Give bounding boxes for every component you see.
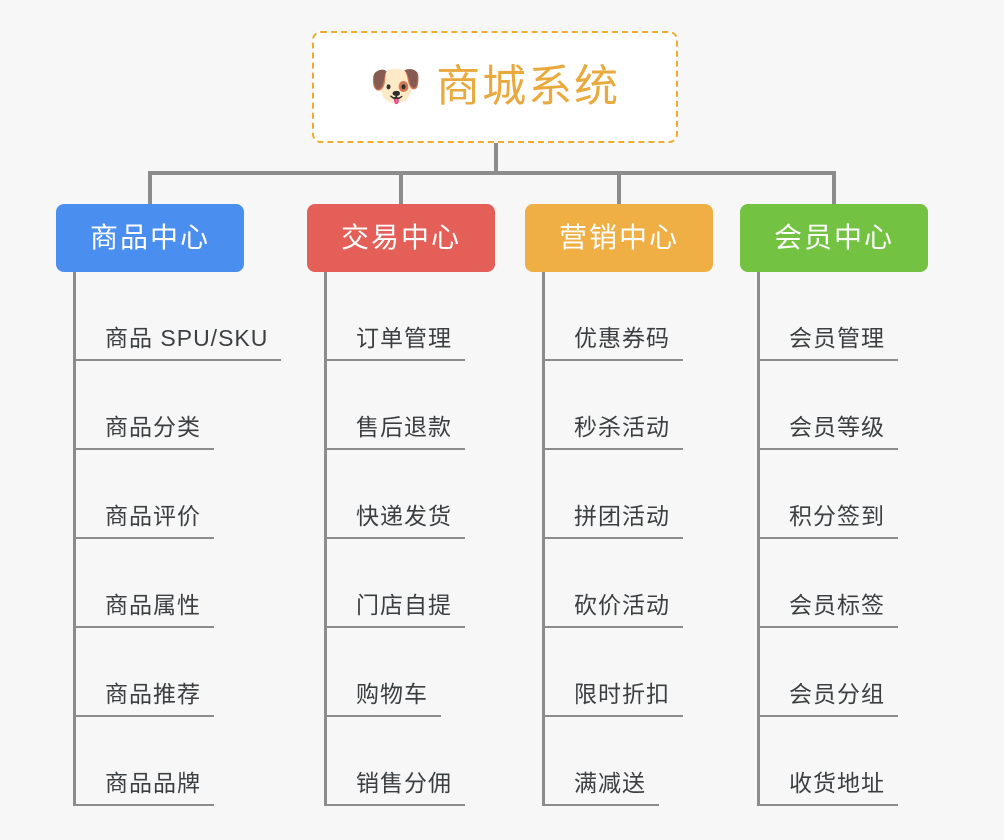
- leaf-label: 砍价活动: [542, 594, 683, 628]
- list-item[interactable]: 砍价活动: [542, 539, 713, 628]
- connector-drop-2: [399, 171, 403, 204]
- root-node[interactable]: 🐶 商城系统: [312, 31, 678, 143]
- branch-header-4[interactable]: 会员中心: [740, 204, 928, 272]
- leaf-label: 商品推荐: [73, 683, 214, 717]
- leaf-label: 购物车: [324, 683, 441, 717]
- branch-product-center: 商品中心 商品 SPU/SKU 商品分类 商品评价 商品属性 商品推荐 商品品牌: [56, 204, 282, 806]
- list-item[interactable]: 商品评价: [73, 450, 281, 539]
- leaf-label: 会员等级: [757, 416, 898, 450]
- list-item[interactable]: 商品 SPU/SKU: [73, 272, 282, 361]
- list-item[interactable]: 满减送: [542, 717, 713, 806]
- list-item[interactable]: 拼团活动: [542, 450, 713, 539]
- list-item[interactable]: 售后退款: [324, 361, 495, 450]
- branch-trade-center: 交易中心 订单管理 售后退款 快递发货 门店自提 购物车 销售分佣: [307, 204, 495, 806]
- branch-body-2: 订单管理 售后退款 快递发货 门店自提 购物车 销售分佣: [324, 272, 495, 806]
- leaf-label: 商品分类: [73, 416, 214, 450]
- branch-trunk-4: [757, 272, 760, 806]
- leaf-label: 积分签到: [757, 505, 898, 539]
- list-item[interactable]: 积分签到: [757, 450, 928, 539]
- branch-trunk-3: [542, 272, 545, 806]
- leaf-label: 商品评价: [73, 505, 214, 539]
- leaf-label: 商品品牌: [73, 772, 214, 806]
- leaf-label: 拼团活动: [542, 505, 683, 539]
- leaf-label: 订单管理: [324, 327, 465, 361]
- dog-face-icon: 🐶: [369, 62, 423, 109]
- connector-drop-3: [617, 171, 621, 204]
- list-item[interactable]: 商品品牌: [73, 717, 281, 806]
- leaf-label: 会员分组: [757, 683, 898, 717]
- leaf-label: 优惠券码: [542, 327, 683, 361]
- branch-member-center: 会员中心 会员管理 会员等级 积分签到 会员标签 会员分组 收货地址: [740, 204, 928, 806]
- leaf-label: 快递发货: [324, 505, 465, 539]
- branch-body-1: 商品 SPU/SKU 商品分类 商品评价 商品属性 商品推荐 商品品牌: [73, 272, 282, 806]
- leaf-label: 秒杀活动: [542, 416, 683, 450]
- list-item[interactable]: 秒杀活动: [542, 361, 713, 450]
- branch-trunk-1: [73, 272, 76, 806]
- list-item[interactable]: 购物车: [324, 628, 495, 717]
- branch-header-1[interactable]: 商品中心: [56, 204, 244, 272]
- branch-trunk-2: [324, 272, 327, 806]
- leaf-label: 售后退款: [324, 416, 465, 450]
- connector-root-stem: [494, 143, 498, 174]
- list-item[interactable]: 商品推荐: [73, 628, 281, 717]
- root-title: 商城系统: [436, 62, 621, 111]
- branch-header-3[interactable]: 营销中心: [525, 204, 713, 272]
- leaf-label: 收货地址: [757, 772, 898, 806]
- list-item[interactable]: 会员等级: [757, 361, 928, 450]
- list-item[interactable]: 快递发货: [324, 450, 495, 539]
- list-item[interactable]: 收货地址: [757, 717, 928, 806]
- branch-header-2[interactable]: 交易中心: [307, 204, 495, 272]
- list-item[interactable]: 商品属性: [73, 539, 281, 628]
- list-item[interactable]: 会员标签: [757, 539, 928, 628]
- list-item[interactable]: 销售分佣: [324, 717, 495, 806]
- list-item[interactable]: 优惠券码: [542, 272, 713, 361]
- connector-drop-4: [832, 171, 836, 204]
- connector-drop-1: [148, 171, 152, 204]
- leaf-label: 门店自提: [324, 594, 465, 628]
- leaf-label: 销售分佣: [324, 772, 465, 806]
- list-item[interactable]: 会员分组: [757, 628, 928, 717]
- list-item[interactable]: 订单管理: [324, 272, 495, 361]
- leaf-label: 限时折扣: [542, 683, 683, 717]
- leaf-label: 商品 SPU/SKU: [73, 327, 282, 361]
- list-item[interactable]: 门店自提: [324, 539, 495, 628]
- list-item[interactable]: 会员管理: [757, 272, 928, 361]
- branch-marketing-center: 营销中心 优惠券码 秒杀活动 拼团活动 砍价活动 限时折扣 满减送: [525, 204, 713, 806]
- branch-body-4: 会员管理 会员等级 积分签到 会员标签 会员分组 收货地址: [757, 272, 928, 806]
- branch-body-3: 优惠券码 秒杀活动 拼团活动 砍价活动 限时折扣 满减送: [542, 272, 713, 806]
- leaf-label: 会员标签: [757, 594, 898, 628]
- connector-horizontal-bar: [148, 171, 836, 175]
- list-item[interactable]: 商品分类: [73, 361, 281, 450]
- leaf-label: 会员管理: [757, 327, 898, 361]
- leaf-label: 商品属性: [73, 594, 214, 628]
- list-item[interactable]: 限时折扣: [542, 628, 713, 717]
- leaf-label: 满减送: [542, 772, 659, 806]
